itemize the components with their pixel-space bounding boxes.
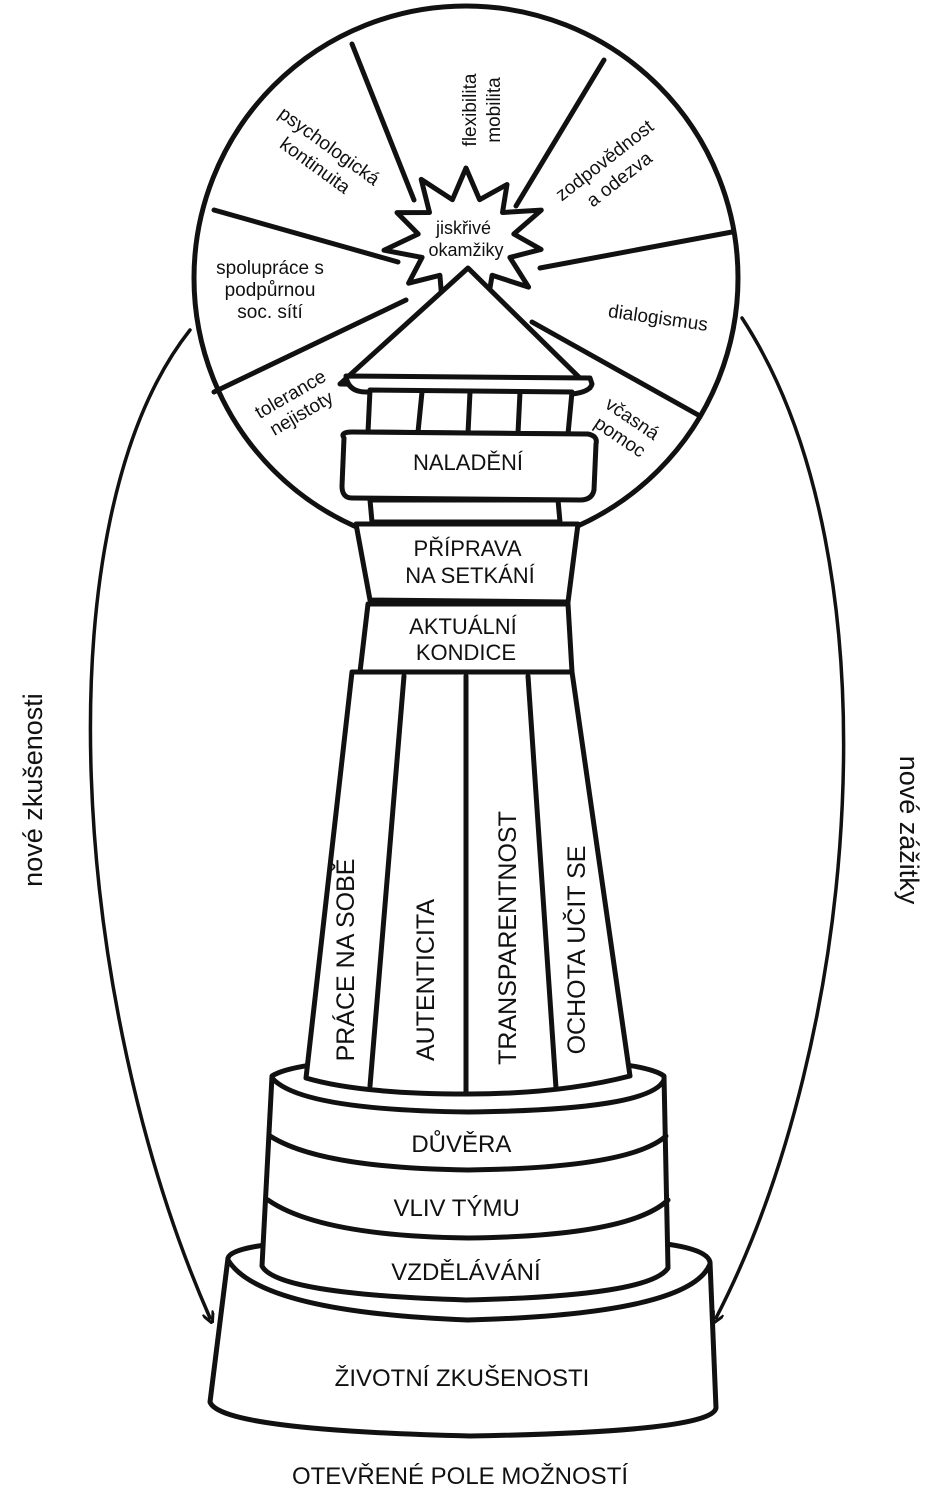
pillar-label-1: PRÁCE NA SOBĚ (331, 859, 360, 1062)
lantern-room (368, 390, 572, 434)
priprava-band: PŘÍPRAVA NA SETKÁNÍ (356, 524, 578, 602)
right-arrow (716, 318, 844, 1318)
base-layer-3-label: VZDĚLÁVÁNÍ (391, 1259, 541, 1286)
right-arrow-label: nové zážitky (894, 756, 924, 905)
naladeni-band: NALADĚNÍ (342, 432, 596, 522)
foundation-label: ŽIVOTNÍ ZKUŠENOSTI (335, 1364, 590, 1392)
base-layer-1-label: DŮVĚRA (411, 1129, 511, 1158)
pillar-label-3: TRANSPARENTNOST (494, 811, 522, 1065)
base-layer-2-label: VLIV TÝMU (394, 1195, 520, 1222)
left-arrow-label: nové zkušenosti (18, 693, 48, 887)
pillar-label-4: OCHOTA UČIT SE (562, 846, 591, 1055)
left-arrow (90, 330, 210, 1318)
center-label-line-2: okamžiky (428, 240, 503, 260)
pillar-label-2: AUTENTICITA (412, 899, 440, 1061)
priprava-line-1: PŘÍPRAVA (414, 536, 522, 561)
footer-label: OTEVŘENÉ POLE MOŽNOSTÍ (292, 1463, 628, 1490)
svg-text:AKTUÁLNÍ KONDICE: AKTUÁLNÍ KONDICE (409, 614, 523, 665)
center-label-line-1: jiskřivé (435, 218, 491, 238)
kondice-line-2: KONDICE (416, 640, 516, 665)
naladeni-label: NALADĚNÍ (413, 450, 524, 475)
priprava-line-2: NA SETKÁNÍ (405, 563, 535, 588)
kondice-band: AKTUÁLNÍ KONDICE (360, 604, 572, 672)
kondice-line-1: AKTUÁLNÍ (409, 614, 517, 639)
